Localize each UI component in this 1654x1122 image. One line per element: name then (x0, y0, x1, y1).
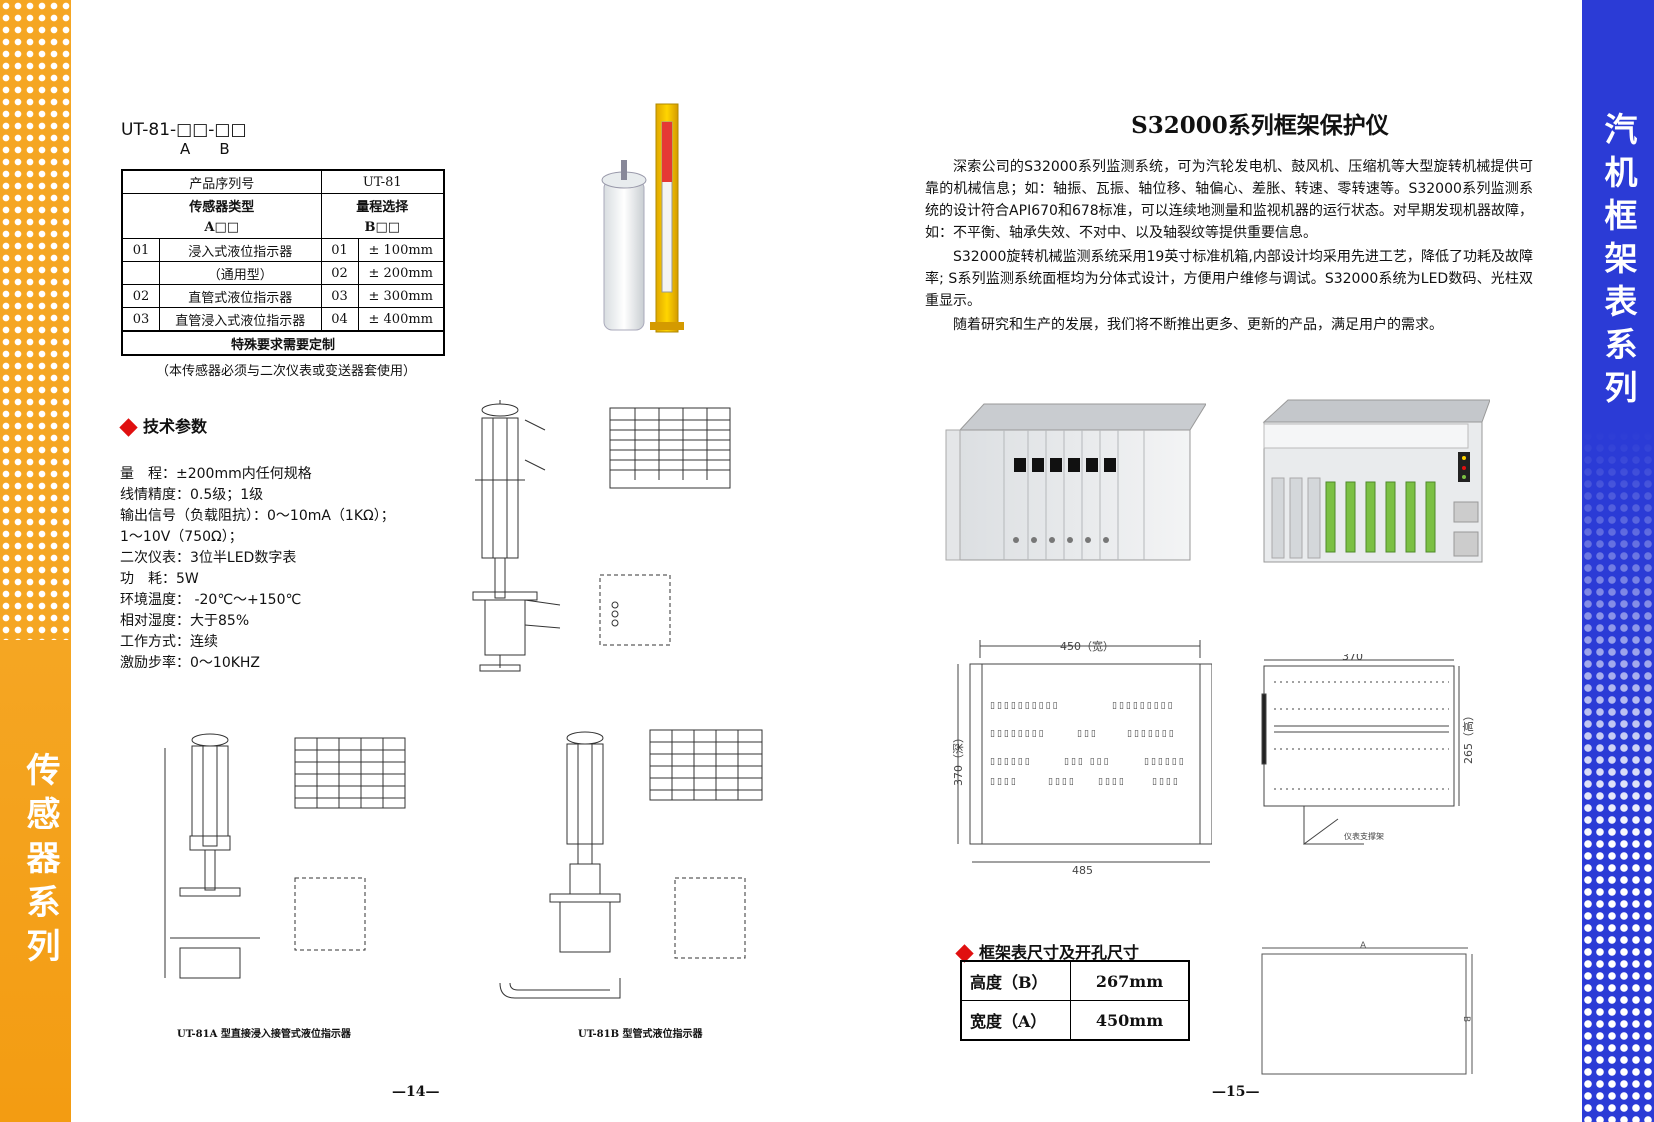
svg-text:▯▯▯▯▯▯▯▯▯: ▯▯▯▯▯▯▯▯▯ (1112, 701, 1175, 711)
model-code-letters: A B (180, 140, 232, 158)
table-row: 03 直管浸入式液位指示器 04 ± 400mm (121, 307, 445, 332)
front-width-label: 450（宽） (1060, 639, 1114, 653)
dim-section-title: 框架表尺寸及开孔尺寸 (955, 939, 1139, 963)
cutout-b-label: B (1461, 1016, 1471, 1022)
table-footer: 特殊要求需要定制 (121, 330, 445, 356)
range-code: B□□ (320, 216, 445, 239)
svg-text:▯▯▯▯▯▯▯▯: ▯▯▯▯▯▯▯▯ (990, 729, 1046, 739)
rack-rear-photo (1262, 399, 1490, 563)
cutout-a-label: A (1360, 941, 1367, 951)
svg-text:▯▯▯▯▯▯: ▯▯▯▯▯▯ (990, 757, 1032, 767)
sensor-type-header: 传感器类型 (121, 193, 322, 216)
range-header: 量程选择 (320, 193, 445, 216)
spec-table: 产品序列号 UT-81 传感器类型 量程选择 A□□ B□□ 01 浸入式液位指… (121, 169, 445, 356)
svg-text:▯▯▯ ▯▯▯: ▯▯▯ ▯▯▯ (1064, 757, 1111, 767)
svg-text:▯▯▯▯▯▯: ▯▯▯▯▯▯ (1144, 757, 1186, 767)
rear-width-label: 370 (1342, 654, 1363, 663)
table-row: 01 浸入式液位指示器 01 ± 100mm (121, 238, 445, 262)
intro-paragraph-3: 随着研究和生产的发展，我们将不断推出更多、更新的产品，满足用户的需求。 (953, 317, 1443, 333)
tech-params-title: 技术参数 (119, 413, 207, 437)
svg-text:▯▯▯▯▯▯▯: ▯▯▯▯▯▯▯ (1127, 729, 1176, 739)
model-code: UT-81-□□-□□ (121, 120, 247, 140)
svg-text:▯▯▯▯: ▯▯▯▯ (1152, 777, 1180, 787)
sensor-type-code: A□□ (121, 216, 322, 239)
red-diamond-icon (119, 418, 138, 437)
caption-ut81a: UT-81A 型直接浸入接管式液位指示器 (177, 1029, 351, 1040)
svg-text:▯▯▯: ▯▯▯ (1077, 729, 1098, 739)
front-depth-label: 370（深） (952, 732, 965, 786)
svg-text:▯▯▯▯: ▯▯▯▯ (1048, 777, 1076, 787)
series-label: 产品序列号 (121, 169, 322, 194)
left-strip-solid (0, 640, 71, 1122)
svg-text:▯▯▯▯▯▯▯▯▯▯: ▯▯▯▯▯▯▯▯▯▯ (990, 701, 1060, 711)
series-value: UT-81 (320, 169, 445, 194)
front-dimension-drawing: ▯▯▯▯▯▯▯▯▯▯ ▯▯▯▯▯▯▯▯▯ ▯▯▯▯▯▯▯▯ ▯▯▯ ▯▯▯▯▯▯… (952, 639, 1212, 877)
dimension-table: 高度（B） 267mm 宽度（A） 450mm (960, 960, 1190, 1041)
rear-dimension-drawing: 370 265（高） 仪表支撑架 (1261, 654, 1475, 845)
tech-params-list: 量 程：±200mm内任何规格 线情精度：0.5级；1级 输出信号（负载阻抗）：… (120, 466, 395, 671)
schematic-drawing-upper (472, 400, 731, 672)
level-indicator-photo (601, 103, 684, 333)
table-row: 02 直管式液位指示器 03 ± 300mm (121, 284, 445, 308)
usage-note: （本传感器必须与二次仪表或变送器套使用） (156, 364, 417, 379)
rear-height-label: 265（高） (1461, 710, 1475, 764)
rear-mount-label: 仪表支撑架 (1344, 831, 1384, 841)
svg-text:▯▯▯▯: ▯▯▯▯ (990, 777, 1018, 787)
cutout-drawing: A B (1261, 941, 1473, 1075)
left-side-label: 传感器系列 (20, 752, 60, 972)
schematic-drawing-a (164, 733, 406, 979)
svg-text:▯▯▯▯: ▯▯▯▯ (1098, 777, 1126, 787)
intro-paragraph-2: S32000旋转机械监测系统采用19英寸标准机箱,内部设计均采用先进工艺，降低了… (925, 249, 1533, 309)
table-row: （通用型） 02 ± 200mm (121, 261, 445, 285)
page-number-right: —15— (1212, 1084, 1260, 1100)
page-number-left: —14— (392, 1084, 440, 1100)
rack-front-photo (945, 403, 1206, 561)
table-row: 宽度（A） 450mm (960, 1000, 1190, 1041)
front-bottom-label: 485 (1072, 864, 1093, 877)
right-strip-dots (1582, 430, 1654, 1122)
caption-ut81b: UT-81B 型管式液位指示器 (578, 1029, 703, 1040)
schematic-drawing-b (499, 729, 763, 999)
intro-paragraph-1: 深索公司的S32000系列监测系统，可为汽轮发电机、鼓风机、压缩机等大型旋转机械… (925, 159, 1533, 241)
table-row: 高度（B） 267mm (960, 960, 1190, 1001)
page-title: S32000系列框架保护仪 (1131, 112, 1389, 139)
right-side-label: 汽机框架表系列 (1599, 112, 1638, 413)
